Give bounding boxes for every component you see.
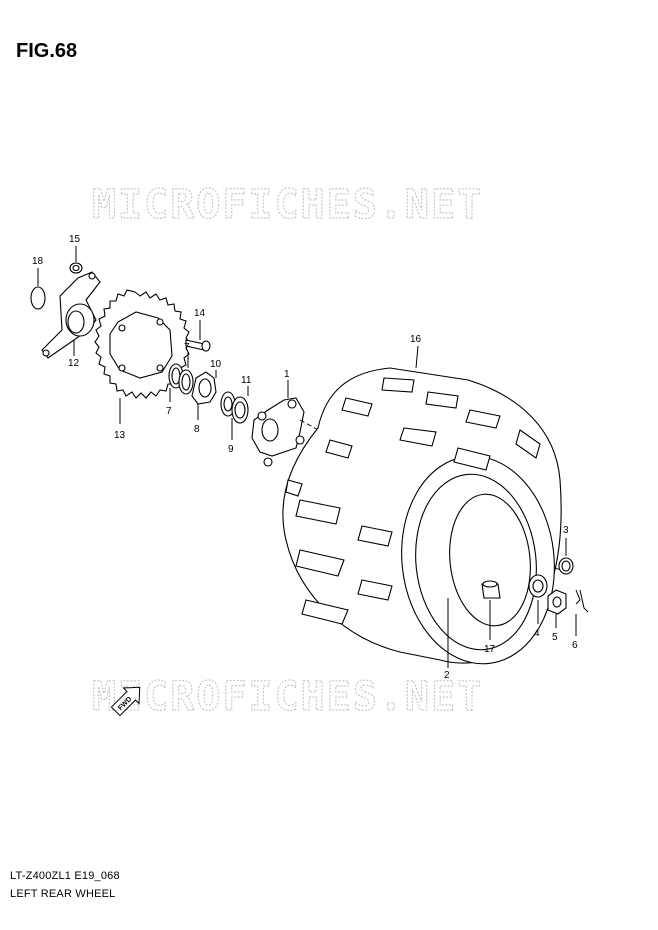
callout-10: 10 — [210, 359, 222, 370]
callout-14: 14 — [194, 308, 206, 319]
sprocket-hub-part — [41, 271, 101, 359]
cotter-pin-part — [575, 589, 589, 636]
diagram-name: LEFT REAR WHEEL — [10, 888, 116, 900]
spacer-part — [168, 352, 194, 402]
callout-8: 8 — [194, 424, 200, 435]
callout-16: 16 — [410, 334, 422, 345]
valve-stem-part — [481, 580, 501, 640]
callout-4: 4 — [534, 628, 540, 639]
callout-15: 15 — [69, 234, 81, 245]
sprocket-nut-part — [69, 246, 83, 274]
watermark-top: MICROFICHES.NET — [92, 182, 483, 228]
callout-13: 13 — [114, 430, 126, 441]
callout-2: 2 — [444, 670, 450, 681]
wheel-washer-part — [528, 574, 548, 624]
wheel-hub-part — [251, 380, 305, 467]
model-code: LT-Z400ZL1 E19_068 — [10, 870, 120, 882]
callout-12: 12 — [68, 358, 80, 369]
rear-sprocket-part — [94, 289, 191, 424]
figure-title: FIG.68 — [16, 40, 78, 62]
callout-9: 9 — [228, 444, 234, 455]
rear-tire-part — [282, 345, 562, 665]
callout-11: 11 — [241, 375, 252, 386]
callout-1: 1 — [284, 369, 290, 380]
callout-7-upper: 7 — [184, 342, 190, 353]
axle-nut-part — [191, 370, 217, 420]
callout-18: 18 — [32, 256, 44, 267]
hub-cap-part — [558, 538, 574, 575]
callout-17: 17 — [484, 644, 496, 655]
callout-6: 6 — [572, 640, 578, 651]
washer-part — [220, 386, 249, 440]
sprocket-bolt-part — [185, 320, 211, 352]
callout-5: 5 — [552, 632, 558, 643]
castle-nut-part — [547, 589, 567, 628]
watermark-bottom: MICROFICHES.NET — [92, 674, 483, 720]
callout-3: 3 — [563, 525, 569, 536]
callout-7-lower: 7 — [166, 406, 172, 417]
o-ring-part — [30, 268, 46, 310]
